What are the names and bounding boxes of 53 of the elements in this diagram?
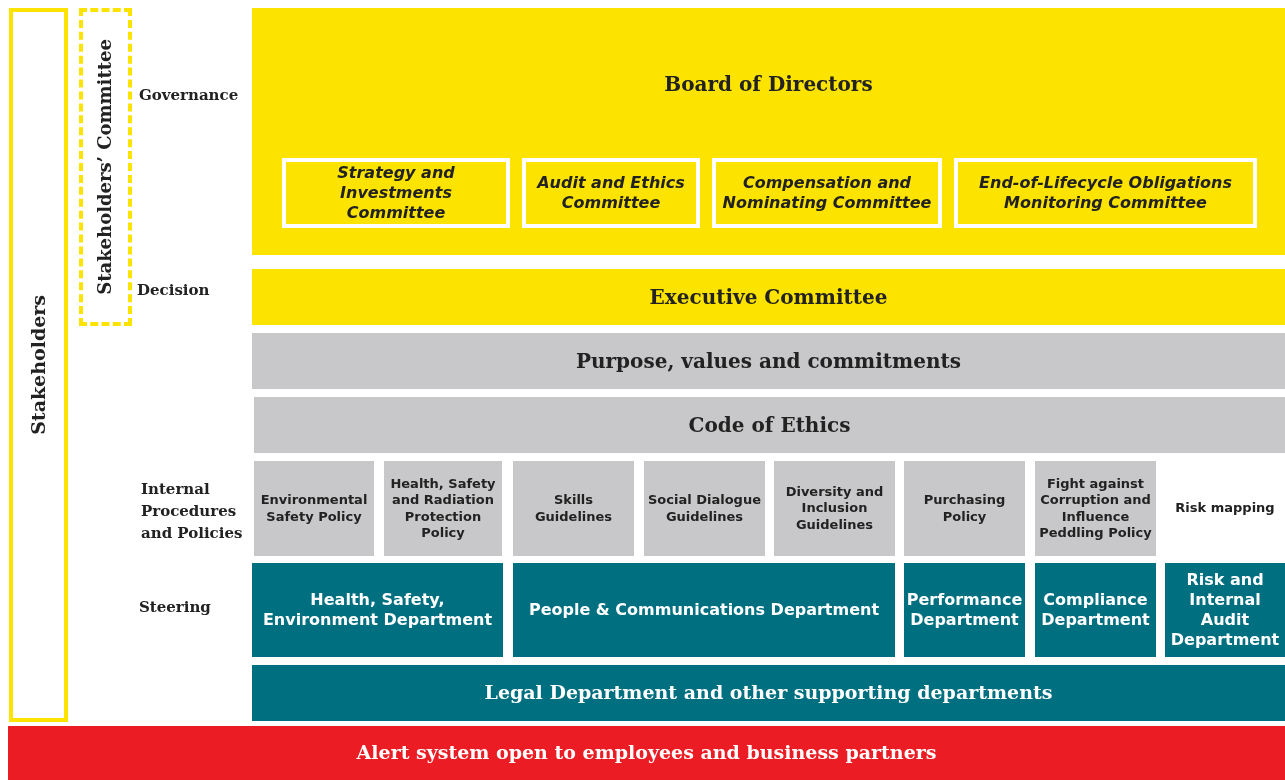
policy-name: Environmental Safety Policy — [259, 492, 369, 525]
level-label: Steering — [139, 597, 212, 618]
department-box — [904, 563, 1025, 657]
alert-band — [8, 726, 1285, 780]
committee-name: Strategy and Investments Committee — [336, 163, 456, 223]
band-title: Alert system open to employees and business partners — [355, 741, 938, 765]
panel-title: Board of Directors — [663, 72, 874, 97]
department-name: Performance Department — [905, 590, 1024, 630]
policy-name: Risk mapping — [1174, 500, 1276, 517]
department-name: Health, Safety, Environment Department — [261, 590, 494, 630]
committee-box — [522, 158, 700, 228]
committee-box — [282, 158, 510, 228]
committee-name: End-of-Lifecycle Obligations Monitoring Committee — [978, 173, 1233, 213]
level-label: Decision — [137, 280, 211, 301]
policy-box — [644, 461, 765, 556]
band — [252, 665, 1285, 721]
band-title: Legal Department and other supporting departments — [483, 681, 1054, 705]
level-label: Governance — [139, 85, 240, 106]
policy-box — [774, 461, 895, 556]
dashed-frame — [79, 8, 132, 326]
level-label: Internal Procedures and Policies — [141, 479, 244, 544]
policy-box — [384, 461, 502, 556]
band — [252, 269, 1285, 325]
committee-box — [954, 158, 1257, 228]
department-box — [1165, 563, 1285, 657]
committee-name: Compensation and Nominating Committee — [721, 173, 933, 213]
department-box — [1035, 563, 1156, 657]
band — [252, 333, 1285, 389]
board-panel — [252, 8, 1285, 255]
policy-name: Fight against Corruption and Influence Peddling Policy — [1038, 476, 1153, 541]
policy-name: Skills Guidelines — [533, 492, 614, 525]
frame-label: Stakeholders’ Committee — [93, 39, 117, 295]
stakeholders-frame — [9, 8, 68, 722]
policy-name: Health, Safety and Radiation Protection Policy — [389, 476, 497, 541]
band-title: Code of Ethics — [687, 412, 852, 438]
policy-box — [513, 461, 634, 556]
policy-name: Purchasing Policy — [922, 492, 1007, 525]
frame-label: Stakeholders — [25, 295, 50, 435]
committee-name: Audit and Ethics Committee — [535, 173, 686, 213]
band-title: Executive Committee — [648, 284, 889, 310]
band — [254, 397, 1285, 453]
department-box — [252, 563, 503, 657]
committee-box — [712, 158, 942, 228]
band-title: Purpose, values and commitments — [574, 348, 963, 374]
department-box — [513, 563, 895, 657]
policy-box — [254, 461, 374, 556]
department-name: People & Communications Department — [527, 600, 881, 620]
policy-name: Social Dialogue Guidelines — [647, 492, 762, 525]
policy-box — [1035, 461, 1156, 556]
policy-name: Diversity and Inclusion Guidelines — [784, 484, 885, 533]
department-name: Risk and Internal Audit Department — [1169, 570, 1281, 650]
department-name: Compliance Department — [1040, 590, 1151, 630]
policy-box — [904, 461, 1025, 556]
